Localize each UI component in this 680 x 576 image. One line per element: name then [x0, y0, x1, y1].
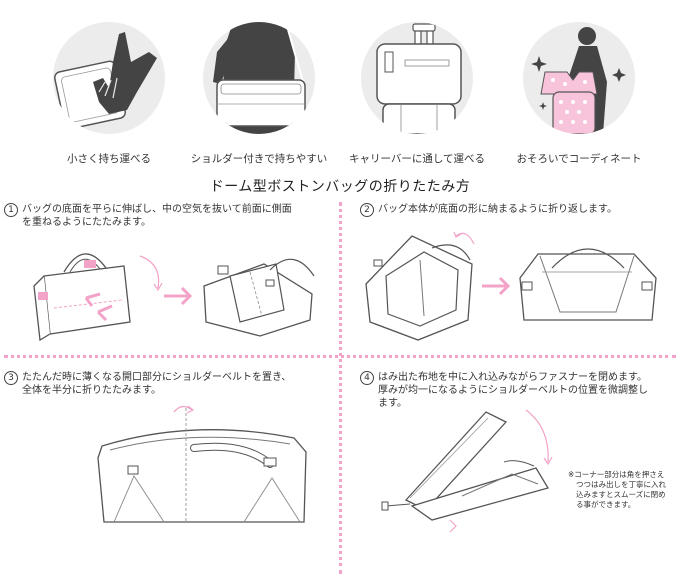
- step-3-line2: 全体を半分に折りたたみます。: [22, 385, 161, 396]
- feature-label-shoulder: ショルダー付きで持ちやすい: [190, 153, 328, 165]
- step-2-illustration: [365, 231, 657, 341]
- feature-circle-coordinate: [523, 22, 635, 134]
- step-1-illustration: [33, 253, 315, 342]
- step-4-number: 4: [360, 371, 374, 385]
- feature-circle-portable: [53, 22, 165, 134]
- horizontal-divider: [4, 355, 676, 358]
- step-4-text: 4 はみ出た布地を中に入れ込みながらファスナーを閉めます。 厚みが均一になるように…: [360, 371, 676, 410]
- note-line2: つつはみ出しを丁寧に入れ: [576, 480, 666, 489]
- vertical-divider: [339, 202, 342, 574]
- step-4-line2: 厚みが均一になるようにショルダーベルトの位置を微調整し: [378, 385, 648, 396]
- step-1-line2: を重ねるようにたたみます。: [22, 217, 151, 228]
- step-4-illustration: [381, 409, 553, 533]
- step-4-line3: ます。: [378, 397, 407, 409]
- step-2-line1: バッグ本体が底面の形に納まるように折り返します。: [378, 204, 617, 215]
- note-line3: 込みますとスムーズに閉め: [576, 490, 666, 499]
- note-line4: る事ができます。: [576, 500, 636, 509]
- step-4-line1: はみ出た布地を中に入れ込みながらファスナーを閉めます。: [378, 372, 647, 383]
- step-2-text: 2 バッグ本体が底面の形に納まるように折り返します。: [360, 203, 676, 217]
- feature-circle-shoulder: [203, 22, 315, 134]
- bag-on-suitcase-icon: [376, 23, 462, 134]
- feature-label-coordinate: おそろいでコーディネート: [516, 153, 642, 165]
- corner-note: ※コーナー部分は角を押さえ つつはみ出しを丁寧に入れ 込みますとスムーズに閉め …: [568, 470, 680, 510]
- step-1-text: 1 バッグの底面を平らに伸ばし、中の空気を抜いて前面に側面 を重ねるようにたたみま…: [4, 203, 334, 230]
- shoulder-bag-person-icon: [213, 22, 306, 134]
- folded-bag-hand-icon: [54, 32, 157, 130]
- step-1-number: 1: [4, 203, 18, 217]
- page-title: ドーム型ボストンバッグの折りたたみ方: [209, 179, 471, 195]
- note-line1: ※コーナー部分は角を押さえ: [568, 470, 665, 479]
- step-3-text: 3 たたんだ時に薄くなる開口部分にショルダーベルトを置き、 全体を半分に折りたたみ…: [4, 371, 334, 398]
- step-2-number: 2: [360, 203, 374, 217]
- step-3-number: 3: [4, 371, 18, 385]
- feature-circle-carry-bar: [361, 22, 473, 134]
- step-3-line1: たたんだ時に薄くなる開口部分にショルダーベルトを置き、: [22, 372, 292, 383]
- feature-label-portable: 小さく持ち運べる: [67, 153, 151, 165]
- coordinated-woman-icon: [531, 27, 626, 134]
- step-1-line1: バッグの底面を平らに伸ばし、中の空気を抜いて前面に側面: [22, 204, 292, 215]
- step-3-illustration: [97, 405, 307, 523]
- feature-label-carry-bar: キャリーバーに通して運べる: [348, 153, 486, 165]
